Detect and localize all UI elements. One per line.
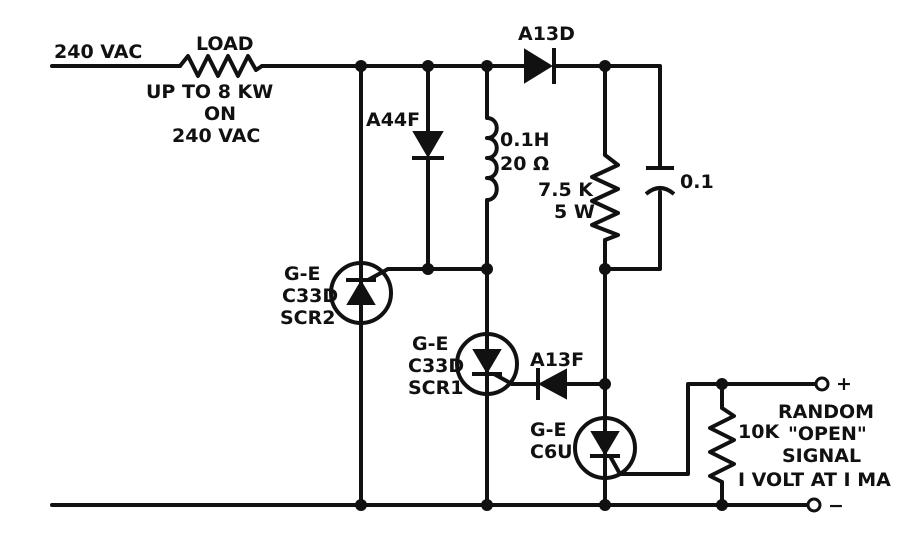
junction-dot xyxy=(422,263,434,275)
a44f-diode-symbol xyxy=(412,131,444,160)
a44f-label: A44F xyxy=(366,109,420,131)
input-plus-terminal xyxy=(814,376,830,392)
signal-line4: I VOLT AT I MA xyxy=(738,469,891,491)
supply-label: 240 VAC xyxy=(54,41,142,63)
junction-dot xyxy=(481,499,493,511)
scr2-maker: G-E xyxy=(284,263,320,285)
junction-dot xyxy=(481,263,493,275)
inductor-value-line2: 20 Ω xyxy=(500,153,549,175)
cap-bottom-wire xyxy=(603,190,662,271)
junction-dots xyxy=(355,60,728,511)
input-plus-sign: + xyxy=(836,373,852,395)
junction-dot xyxy=(599,60,611,72)
scr1-maker: G-E xyxy=(412,333,448,355)
junction-dot xyxy=(716,378,728,390)
signal-line3: SIGNAL xyxy=(782,445,861,467)
junction-dot xyxy=(599,499,611,511)
scr2-symbol xyxy=(329,261,393,325)
junction-dot xyxy=(599,263,611,275)
junction-dot xyxy=(599,378,611,390)
c6u-maker: G-E xyxy=(530,419,566,441)
a13f-label: A13F xyxy=(530,349,584,371)
scr1-part: C33D xyxy=(408,355,464,377)
scr2-part: C33D xyxy=(282,285,338,307)
a13f-diode-symbol xyxy=(536,368,567,400)
input-minus-sign: − xyxy=(828,495,844,517)
c6u-gate-wire xyxy=(618,382,824,476)
load-name: LOAD xyxy=(196,33,254,55)
signal-line2: "OPEN" xyxy=(788,423,867,445)
junction-dot xyxy=(355,499,367,511)
top-right-wire xyxy=(552,64,662,170)
scr1-ref: SCR1 xyxy=(408,377,463,399)
resistor-10k-symbol xyxy=(708,406,736,484)
load-rating-line3: 240 VAC xyxy=(172,125,260,147)
resistor-7k5-symbol xyxy=(590,153,620,242)
junction-dot xyxy=(422,60,434,72)
capacitor-value: 0.1 xyxy=(680,171,714,193)
res10k-value: 10K xyxy=(738,421,780,443)
inductor-value-line1: 0.1H xyxy=(500,129,550,151)
signal-line1: RANDOM xyxy=(778,401,874,423)
load-resistor-symbol xyxy=(178,54,264,78)
junction-dot xyxy=(481,60,493,72)
input-minus-terminal xyxy=(806,497,822,513)
capacitor-symbol xyxy=(644,166,676,196)
a13d-diode-symbol xyxy=(524,48,556,84)
inductor-symbol xyxy=(485,116,499,202)
scr1-symbol xyxy=(455,332,519,396)
res75-value-line1: 7.5 K xyxy=(538,179,594,201)
c6u-part: C6U xyxy=(530,441,573,463)
res75-value-line2: 5 W xyxy=(554,201,595,223)
scr2-ref: SCR2 xyxy=(280,307,335,329)
a13d-label: A13D xyxy=(518,23,575,45)
load-rating-line2: ON xyxy=(204,103,236,125)
junction-dot xyxy=(355,60,367,72)
load-rating-line1: UP TO 8 KW xyxy=(146,81,273,103)
junction-dot xyxy=(716,499,728,511)
c6u-symbol xyxy=(573,416,637,480)
